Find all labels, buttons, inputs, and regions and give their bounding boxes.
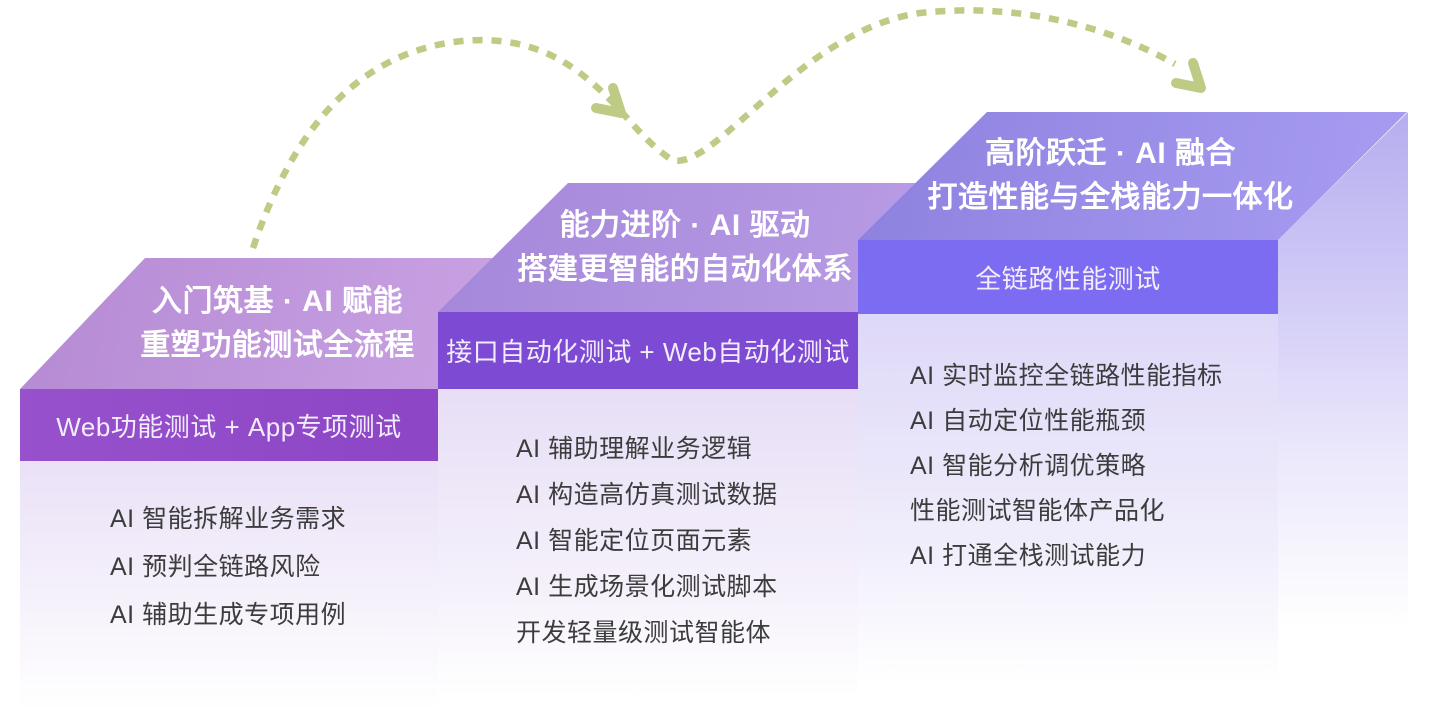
list-item: AI 自动定位性能瓶颈	[910, 406, 1147, 435]
dashed-curve-path	[249, 7, 1177, 250]
arrowhead-2-icon	[1171, 58, 1206, 93]
list-item: AI 生成场景化测试脚本	[516, 573, 778, 601]
step-2-banner: 接口自动化测试 + Web自动化测试	[438, 312, 858, 389]
list-item: 性能测试智能体产品化	[910, 496, 1166, 525]
list-item: AI 实时监控全链路性能指标	[910, 361, 1223, 390]
step-1-body: AI 智能拆解业务需求 AI 预判全链路风险 AI 辅助生成专项用例	[20, 461, 438, 724]
step-2-title: 能力进阶 · AI 驱动 搭建更智能的自动化体系	[438, 183, 959, 312]
step-1-title-line-2: 重塑功能测试全流程	[140, 328, 415, 362]
list-item: AI 智能定位页面元素	[516, 527, 753, 555]
list-item: AI 智能拆解业务需求	[110, 505, 347, 533]
list-item: 开发轻量级测试智能体	[516, 619, 772, 647]
step-3-body: AI 实时监控全链路性能指标 AI 自动定位性能瓶颈 AI 智能分析调优策略 性…	[858, 314, 1278, 724]
step-2-body: AI 辅助理解业务逻辑 AI 构造高仿真测试数据 AI 智能定位页面元素 AI …	[438, 389, 858, 724]
step-1-banner: Web功能测试 + App专项测试	[20, 389, 438, 461]
step-3-title: 高阶跃迁 · AI 融合 打造性能与全栈能力一体化	[858, 112, 1385, 240]
list-item: AI 辅助生成专项用例	[110, 601, 347, 629]
step-1-course-list: AI 智能拆解业务需求 AI 预判全链路风险 AI 辅助生成专项用例	[20, 461, 438, 637]
step-3-title-line-2: 打造性能与全栈能力一体化	[927, 181, 1294, 214]
step-3-title-line-1: 高阶跃迁 · AI 融合	[985, 137, 1236, 170]
step-2-title-line-2: 搭建更智能的自动化体系	[517, 252, 853, 286]
step-1-banner-label: Web功能测试 + App专项测试	[56, 411, 402, 442]
list-item: AI 辅助理解业务逻辑	[516, 435, 753, 463]
step-2-title-line-1: 能力进阶 · AI 驱动	[559, 208, 811, 242]
list-item: AI 智能分析调优策略	[910, 451, 1147, 480]
step-3-course-list: AI 实时监控全链路性能指标 AI 自动定位性能瓶颈 AI 智能分析调优策略 性…	[858, 314, 1278, 576]
step-2-banner-label: 接口自动化测试 + Web自动化测试	[446, 337, 850, 367]
list-item: AI 预判全链路风险	[110, 553, 321, 581]
list-item: AI 打通全栈测试能力	[910, 541, 1147, 570]
step-1-title: 入门筑基 · AI 赋能 重塑功能测试全流程	[20, 258, 549, 389]
list-item: AI 构造高仿真测试数据	[516, 481, 778, 509]
arrowhead-1-icon	[591, 83, 626, 118]
step-3-banner: 全链路性能测试	[858, 240, 1278, 314]
step-1-title-line-1: 入门筑基 · AI 赋能	[152, 284, 403, 318]
step-2-course-list: AI 辅助理解业务逻辑 AI 构造高仿真测试数据 AI 智能定位页面元素 AI …	[438, 389, 858, 654]
step-3-banner-label: 全链路性能测试	[975, 263, 1161, 294]
